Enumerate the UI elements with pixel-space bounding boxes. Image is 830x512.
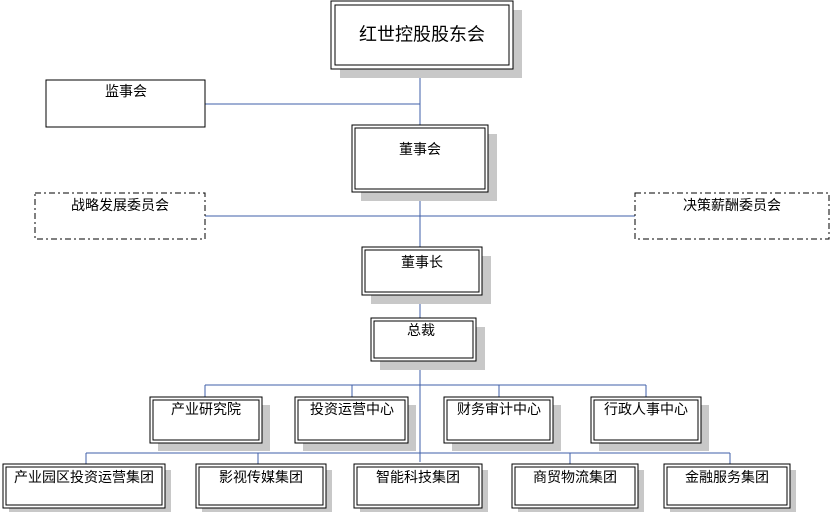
board-box: 董事会 bbox=[351, 124, 497, 201]
center-box-4: 行政人事中心 bbox=[590, 396, 709, 451]
center-label-3: 财务审计中心 bbox=[457, 402, 541, 418]
supervisory-board-box: 监事会 bbox=[45, 79, 206, 128]
compensation-committee-box: 决策薪酬委员会 bbox=[634, 192, 830, 240]
group-box-1: 产业园区投资运营集团 bbox=[2, 463, 171, 512]
connector-lines bbox=[85, 69, 731, 464]
group-label-3: 智能科技集团 bbox=[376, 469, 460, 486]
group-box-2: 影视传媒集团 bbox=[195, 463, 332, 512]
group-label-5: 金融服务集团 bbox=[685, 469, 769, 486]
chairman-box: 董事长 bbox=[361, 246, 491, 304]
president-box: 总裁 bbox=[370, 317, 485, 370]
strategy-committee-box: 战略发展委员会 bbox=[34, 192, 206, 240]
shareholders-label: 红世控股股东会 bbox=[359, 25, 485, 46]
group-box-3: 智能科技集团 bbox=[353, 463, 488, 512]
center-label-4: 行政人事中心 bbox=[604, 402, 688, 418]
group-label-1: 产业园区投资运营集团 bbox=[14, 469, 154, 486]
compensation-committee-label: 决策薪酬委员会 bbox=[683, 197, 781, 214]
strategy-committee-label: 战略发展委员会 bbox=[71, 198, 169, 214]
center-label-1: 产业研究院 bbox=[171, 402, 241, 418]
group-label-2: 影视传媒集团 bbox=[219, 469, 303, 486]
supervisory-board-label: 监事会 bbox=[105, 84, 147, 100]
center-box-2: 投资运营中心 bbox=[294, 396, 416, 451]
chairman-label: 董事长 bbox=[401, 255, 443, 271]
group-label-4: 商贸物流集团 bbox=[533, 469, 617, 486]
center-box-1: 产业研究院 bbox=[149, 396, 270, 451]
group-box-4: 商贸物流集团 bbox=[511, 463, 644, 512]
group-box-5: 金融服务集团 bbox=[663, 463, 796, 512]
shareholders-box: 红世控股股东会 bbox=[330, 0, 522, 78]
board-label: 董事会 bbox=[399, 142, 441, 158]
center-box-3: 财务审计中心 bbox=[443, 396, 561, 451]
president-label: 总裁 bbox=[407, 323, 435, 339]
center-label-2: 投资运营中心 bbox=[310, 402, 394, 418]
